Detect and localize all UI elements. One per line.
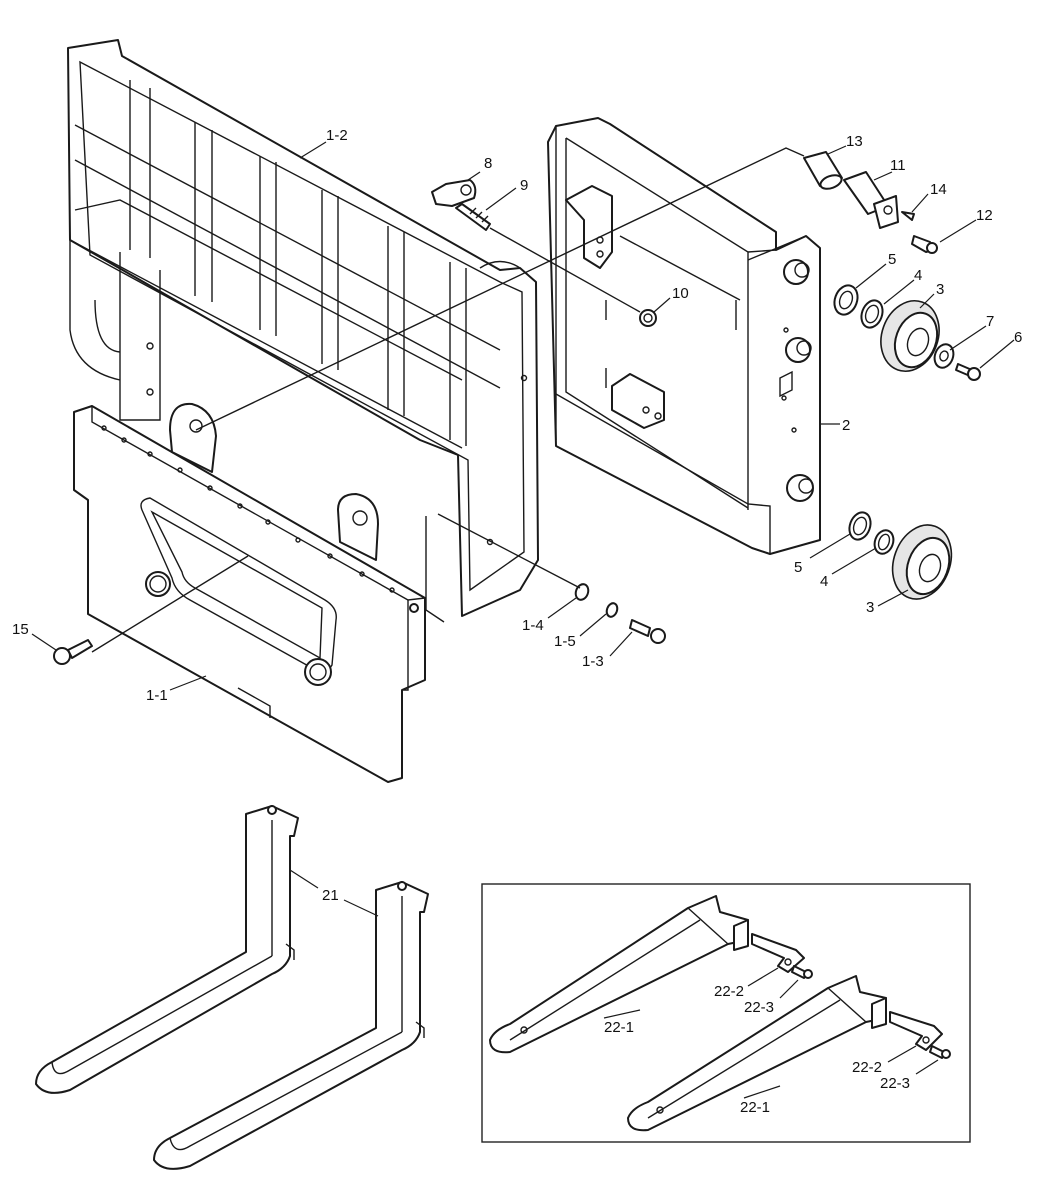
- pin-part-22-2-lower: [889, 1011, 943, 1051]
- fork-part-21-right: [153, 881, 429, 1170]
- stud-part-9: [455, 203, 491, 231]
- leader-lines: [31, 141, 1015, 1099]
- washer-part-5-upper: [833, 284, 859, 316]
- knob-part-8: [431, 179, 477, 207]
- load-backrest-1-2: [67, 39, 539, 617]
- callout-1-2: 1-2: [326, 127, 348, 144]
- callout-3-upper: 3: [936, 281, 944, 298]
- callout-22-2-upper: 22-2: [714, 983, 744, 1000]
- fork-part-21-left: [35, 805, 299, 1094]
- bushing-part-13: [803, 151, 843, 190]
- callout-11: 11: [890, 157, 906, 174]
- callout-1-1: 1-1: [146, 687, 168, 704]
- callout-22-1-upper: 22-1: [604, 1019, 634, 1036]
- callout-labels: 1-2 8 9 13 11 14 12 10 5 4 3 7 6 2 5 4 3…: [12, 127, 1022, 1116]
- pin-part-22-2-upper: [751, 933, 805, 973]
- washer-part-5-lower: [848, 511, 872, 541]
- fork-extension-22-1-upper: [489, 895, 749, 1054]
- callout-22-3-lower: 22-3: [880, 1075, 910, 1092]
- washer-part-4-lower: [873, 529, 895, 555]
- side-shifter-frame-2: [547, 117, 821, 555]
- callout-1-5: 1-5: [554, 633, 576, 650]
- callout-2: 2: [842, 417, 850, 434]
- callout-3-lower: 3: [866, 599, 874, 616]
- pin-part-11: [843, 171, 899, 229]
- assembly-lines: [91, 147, 805, 653]
- bolt-part-22-3-upper: [791, 965, 813, 979]
- callout-22-3-upper: 22-3: [744, 999, 774, 1016]
- callout-14: 14: [930, 181, 947, 198]
- fork-extension-22-1-lower: [627, 975, 887, 1132]
- callout-15: 15: [12, 621, 29, 638]
- bolt-part-6: [955, 363, 981, 381]
- washer-part-7: [933, 343, 955, 369]
- callout-4-upper: 4: [914, 267, 922, 284]
- callout-4-lower: 4: [820, 573, 828, 590]
- washer-part-4-upper: [860, 299, 884, 329]
- washer-part-1-5: [605, 602, 619, 618]
- callout-22-2-lower: 22-2: [852, 1059, 882, 1076]
- bolt-part-12: [911, 235, 938, 254]
- callout-7: 7: [986, 313, 994, 330]
- bolt-part-1-3: [629, 619, 666, 644]
- screw-part-15: [53, 639, 93, 665]
- callout-12: 12: [976, 207, 993, 224]
- callout-21: 21: [322, 887, 339, 904]
- callout-6: 6: [1014, 329, 1022, 346]
- callout-1-4: 1-4: [522, 617, 544, 634]
- callout-22-1-lower: 22-1: [740, 1099, 770, 1116]
- callout-13: 13: [846, 133, 863, 150]
- callout-8: 8: [484, 155, 492, 172]
- carriage-plate-1-1: [73, 402, 445, 783]
- nut-part-10: [639, 309, 657, 327]
- callout-5-lower: 5: [794, 559, 802, 576]
- fork-extension-inset-box: [481, 883, 971, 1143]
- callout-5-upper: 5: [888, 251, 896, 268]
- callout-1-3: 1-3: [582, 653, 604, 670]
- roller-part-3-lower: [891, 524, 953, 600]
- pin-part-14: [901, 211, 915, 221]
- roller-part-3-upper: [880, 300, 940, 372]
- bolt-part-22-3-lower: [929, 1045, 951, 1059]
- callout-10: 10: [672, 285, 689, 302]
- callout-9: 9: [520, 177, 528, 194]
